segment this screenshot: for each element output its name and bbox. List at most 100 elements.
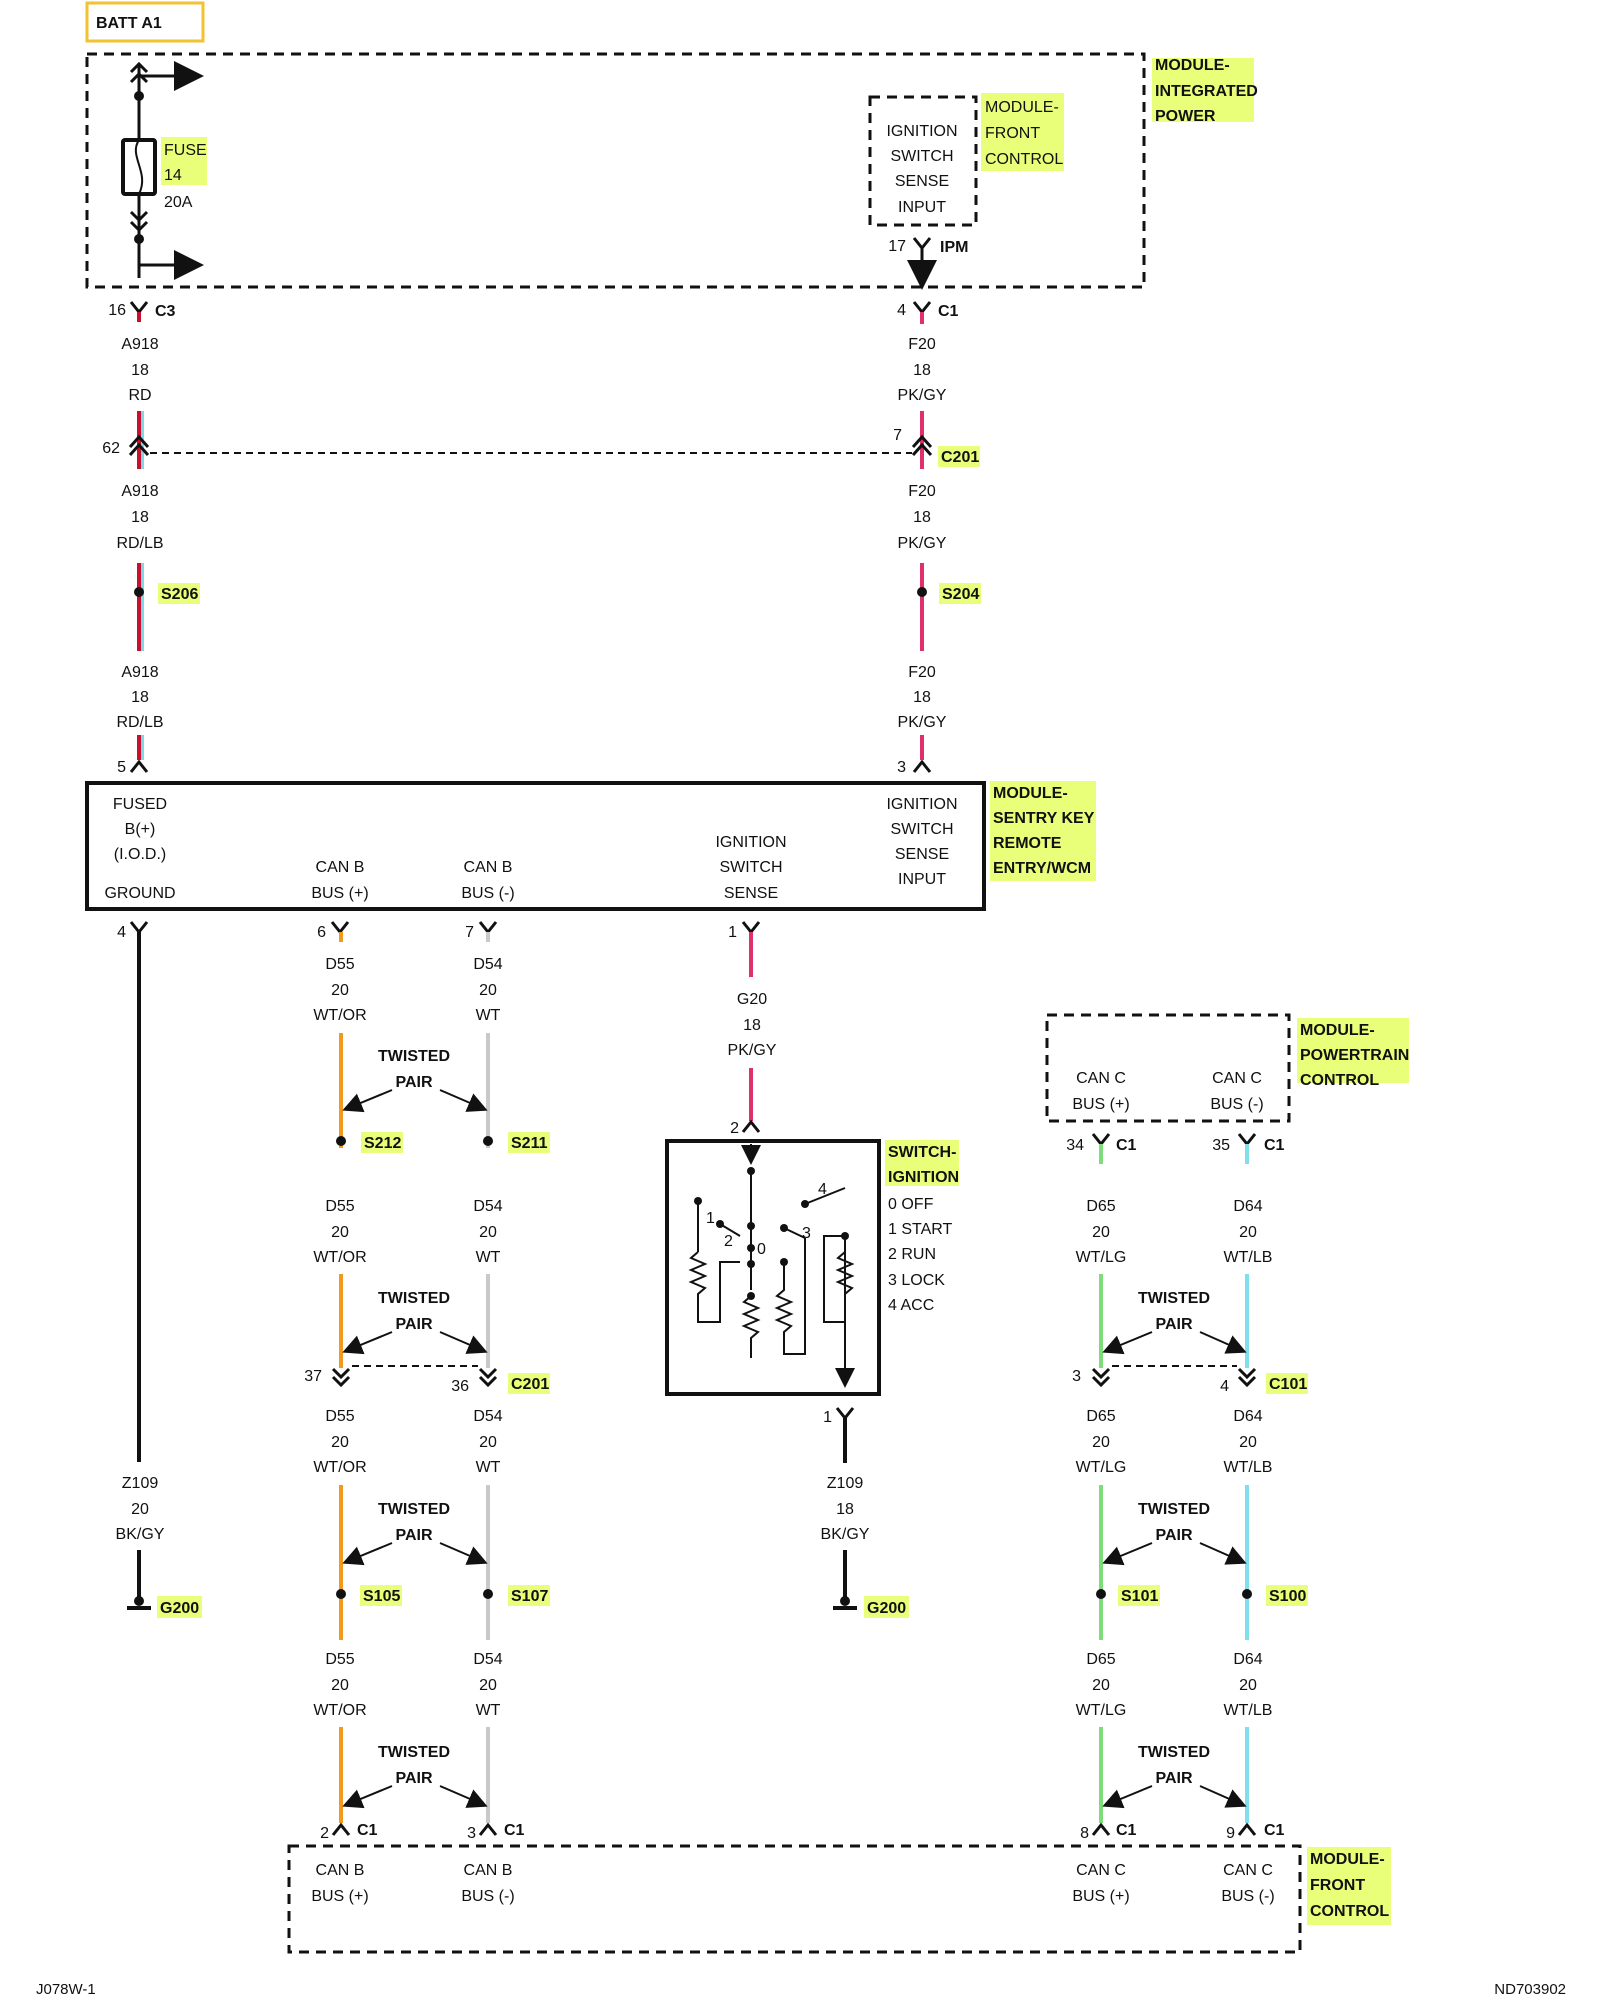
- fuse-bottom-connector-icon: [129, 210, 149, 233]
- tp-b3-arrow-left: [342, 1542, 393, 1566]
- s100-highlight: [1266, 1585, 1308, 1606]
- switch-highlight: [885, 1140, 959, 1186]
- d64-wire-c: [1245, 1485, 1249, 1640]
- fused-b-3: (I.O.D.): [114, 846, 166, 863]
- a918-wire-rdlb-2: [137, 735, 141, 760]
- tp-b1-arrow-left: [342, 1089, 393, 1113]
- fcm-bottom-box: [287, 1844, 1302, 1954]
- fcm-c1-b2-label: C1: [504, 1822, 525, 1839]
- pcm-canc-pos-2: BUS (+): [1072, 1096, 1129, 1113]
- fcm-canc-neg-2: BUS (-): [1221, 1888, 1274, 1905]
- sk-pin4-connector-icon: [129, 921, 149, 935]
- pcm-pin35-connector-icon: [1237, 1133, 1257, 1147]
- d64-wire-d: [1245, 1727, 1249, 1823]
- s212-highlight: [361, 1132, 403, 1153]
- twisted-pair-b3-2: PAIR: [395, 1527, 432, 1544]
- s100-splice: [1242, 1589, 1252, 1599]
- d55-wire-e: [339, 1727, 343, 1823]
- a918-gauge: 18: [131, 362, 149, 379]
- pcm-canc-neg-1: CAN C: [1212, 1070, 1262, 1087]
- skreem-label-2: SENTRY KEY: [993, 810, 1095, 827]
- a918-wire-rdlb-1: [137, 563, 141, 651]
- s204-splice: [917, 587, 927, 597]
- c201-left-connector-icon: [128, 434, 150, 457]
- twisted-pair-b2-2: PAIR: [395, 1316, 432, 1333]
- a918-code: A918: [121, 336, 158, 353]
- sk-issi-1: IGNITION: [886, 796, 957, 813]
- sw-contact-4: 4: [818, 1181, 827, 1198]
- sk-iss-1: IGNITION: [715, 834, 786, 851]
- g20-code: G20: [737, 991, 767, 1008]
- d65-a-code: D65: [1086, 1198, 1115, 1215]
- s105-highlight: [360, 1585, 402, 1606]
- skreem-label-3: REMOTE: [993, 835, 1062, 852]
- fcm-top-input-2: SWITCH: [890, 148, 953, 165]
- fuse-highlight: [161, 137, 207, 185]
- can-c-pair: 34 C1 35 C1 D65 20 WT/LG D64 20 WT/LB TW…: [1066, 1133, 1308, 1842]
- z109-right-code: Z109: [827, 1475, 864, 1492]
- twisted-pair-b3-1: TWISTED: [378, 1501, 450, 1518]
- fcm-pin9-connector-icon: [1237, 1822, 1257, 1836]
- fused-b-2: B(+): [125, 821, 156, 838]
- fcm-top-box: [868, 95, 978, 227]
- s101-highlight: [1118, 1585, 1160, 1606]
- g200-left-label: G200: [160, 1600, 199, 1617]
- d55-a-gauge: 20: [331, 982, 349, 999]
- tp-c1-arrow-left: [1102, 1331, 1153, 1355]
- tp-b2-arrow-left: [342, 1331, 393, 1355]
- f20-gauge: 18: [913, 362, 931, 379]
- fcm-pin-9: 9: [1226, 1825, 1235, 1842]
- g200-right-highlight: [864, 1596, 909, 1618]
- sk-issi-4: INPUT: [898, 871, 946, 888]
- c1-top-connector-icon: [912, 301, 932, 315]
- sw-contact-2: 2: [724, 1233, 733, 1250]
- twisted-pair-c2-1: TWISTED: [1138, 1501, 1210, 1518]
- a918-rdlb2-gauge: 18: [131, 689, 149, 706]
- s211-label: S211: [511, 1135, 548, 1152]
- pcm-label-2: POWERTRAIN: [1300, 1047, 1409, 1064]
- g20-gauge: 18: [743, 1017, 761, 1034]
- d55-d-color: WT/OR: [313, 1702, 366, 1719]
- c201-pin-37: 37: [304, 1368, 322, 1385]
- fuse-name-2: 14: [164, 167, 182, 184]
- d54-c-code: D54: [473, 1408, 502, 1425]
- fuse-rating: 20A: [164, 194, 193, 211]
- skreem-label-1: MODULE-: [993, 785, 1068, 802]
- z109-wire-left: [137, 932, 141, 1462]
- twisted-pair-c2-2: PAIR: [1155, 1527, 1192, 1544]
- c201-right-connector-icon: [911, 434, 933, 457]
- s206-splice: [134, 587, 144, 597]
- switch-pos-1: 1 START: [888, 1221, 953, 1238]
- sk-issi-3: SENSE: [895, 846, 949, 863]
- d54-wire-e: [486, 1727, 490, 1823]
- a918-rdlb2-color: RD/LB: [116, 714, 163, 731]
- twisted-pair-b4-2: PAIR: [395, 1770, 432, 1787]
- switch-pos-4: 4 ACC: [888, 1297, 934, 1314]
- z109-right-wire-a: [843, 1418, 847, 1463]
- sk-pin6-connector-icon: [330, 921, 350, 935]
- a918-wire-rdlb-2b: [141, 735, 144, 760]
- f20-color: PK/GY: [898, 387, 947, 404]
- c101-pin-4: 4: [1220, 1378, 1229, 1395]
- z109-label-bg: [118, 1465, 160, 1515]
- d55-wire-a: [339, 932, 343, 942]
- sk-pin-5: 5: [117, 759, 126, 776]
- c101-right-connector-icon: [1237, 1367, 1257, 1388]
- footer-left-code: J078W-1: [36, 1981, 96, 1998]
- batt-box: [85, 1, 205, 43]
- d55-b-gauge: 20: [331, 1224, 349, 1241]
- s105-label: S105: [363, 1588, 400, 1605]
- c201-b-label: C201: [511, 1376, 549, 1393]
- pcm-box: [1045, 1013, 1291, 1123]
- ignition-switch-box: [665, 1139, 881, 1396]
- sw-pin2-connector-icon: [741, 1119, 761, 1133]
- fcm-bottom-label-3: CONTROL: [1310, 1903, 1389, 1920]
- d54-wire-a: [486, 932, 490, 942]
- f20-wire-stub: [920, 312, 924, 324]
- sk-pin-6: 6: [317, 924, 326, 941]
- pcm-pin-35: 35: [1212, 1137, 1230, 1154]
- skreem-highlight: [990, 781, 1096, 881]
- d55-c-gauge: 20: [331, 1434, 349, 1451]
- fcm-canb-neg-2: BUS (-): [461, 1888, 514, 1905]
